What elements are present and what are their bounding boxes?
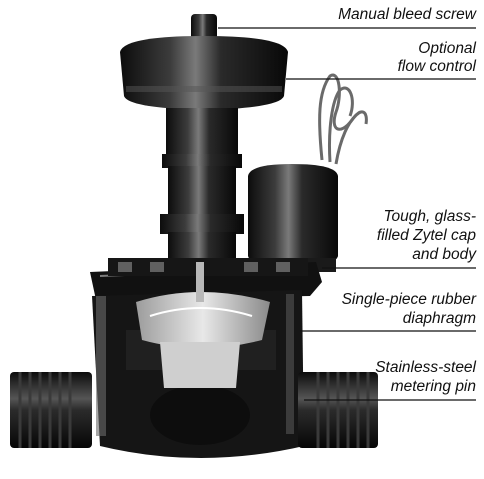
callout-metering-pin-line2: metering pin: [390, 378, 476, 395]
callout-cap-body-line1: Tough, glass-: [383, 208, 477, 225]
callout-cap-body-line2: filled Zytel cap: [376, 227, 476, 244]
outlet-pipe: [298, 372, 378, 448]
diaphragm: [136, 292, 270, 388]
callout-flow-control-line1: Optional: [418, 40, 476, 57]
flow-control-stem: [160, 108, 244, 262]
solenoid: [248, 164, 338, 272]
callout-metering-pin-line1: Stainless-steel: [375, 359, 476, 376]
bleed-screw: [191, 14, 217, 40]
inlet-pipe: [10, 372, 92, 448]
callout-diaphragm-line2: diaphragm: [402, 310, 476, 327]
leader-lines: [218, 27, 476, 401]
callout-cap-body-line3: and body: [412, 246, 476, 263]
solenoid-wires: [318, 73, 368, 165]
flow-control-handle: [120, 36, 288, 110]
callout-diaphragm-line1: Single-piece rubber: [341, 291, 476, 308]
metering-pin: [196, 262, 204, 302]
callout-bleed-screw: Manual bleed screw: [338, 6, 476, 23]
callout-flow-control-line2: flow control: [397, 58, 476, 75]
